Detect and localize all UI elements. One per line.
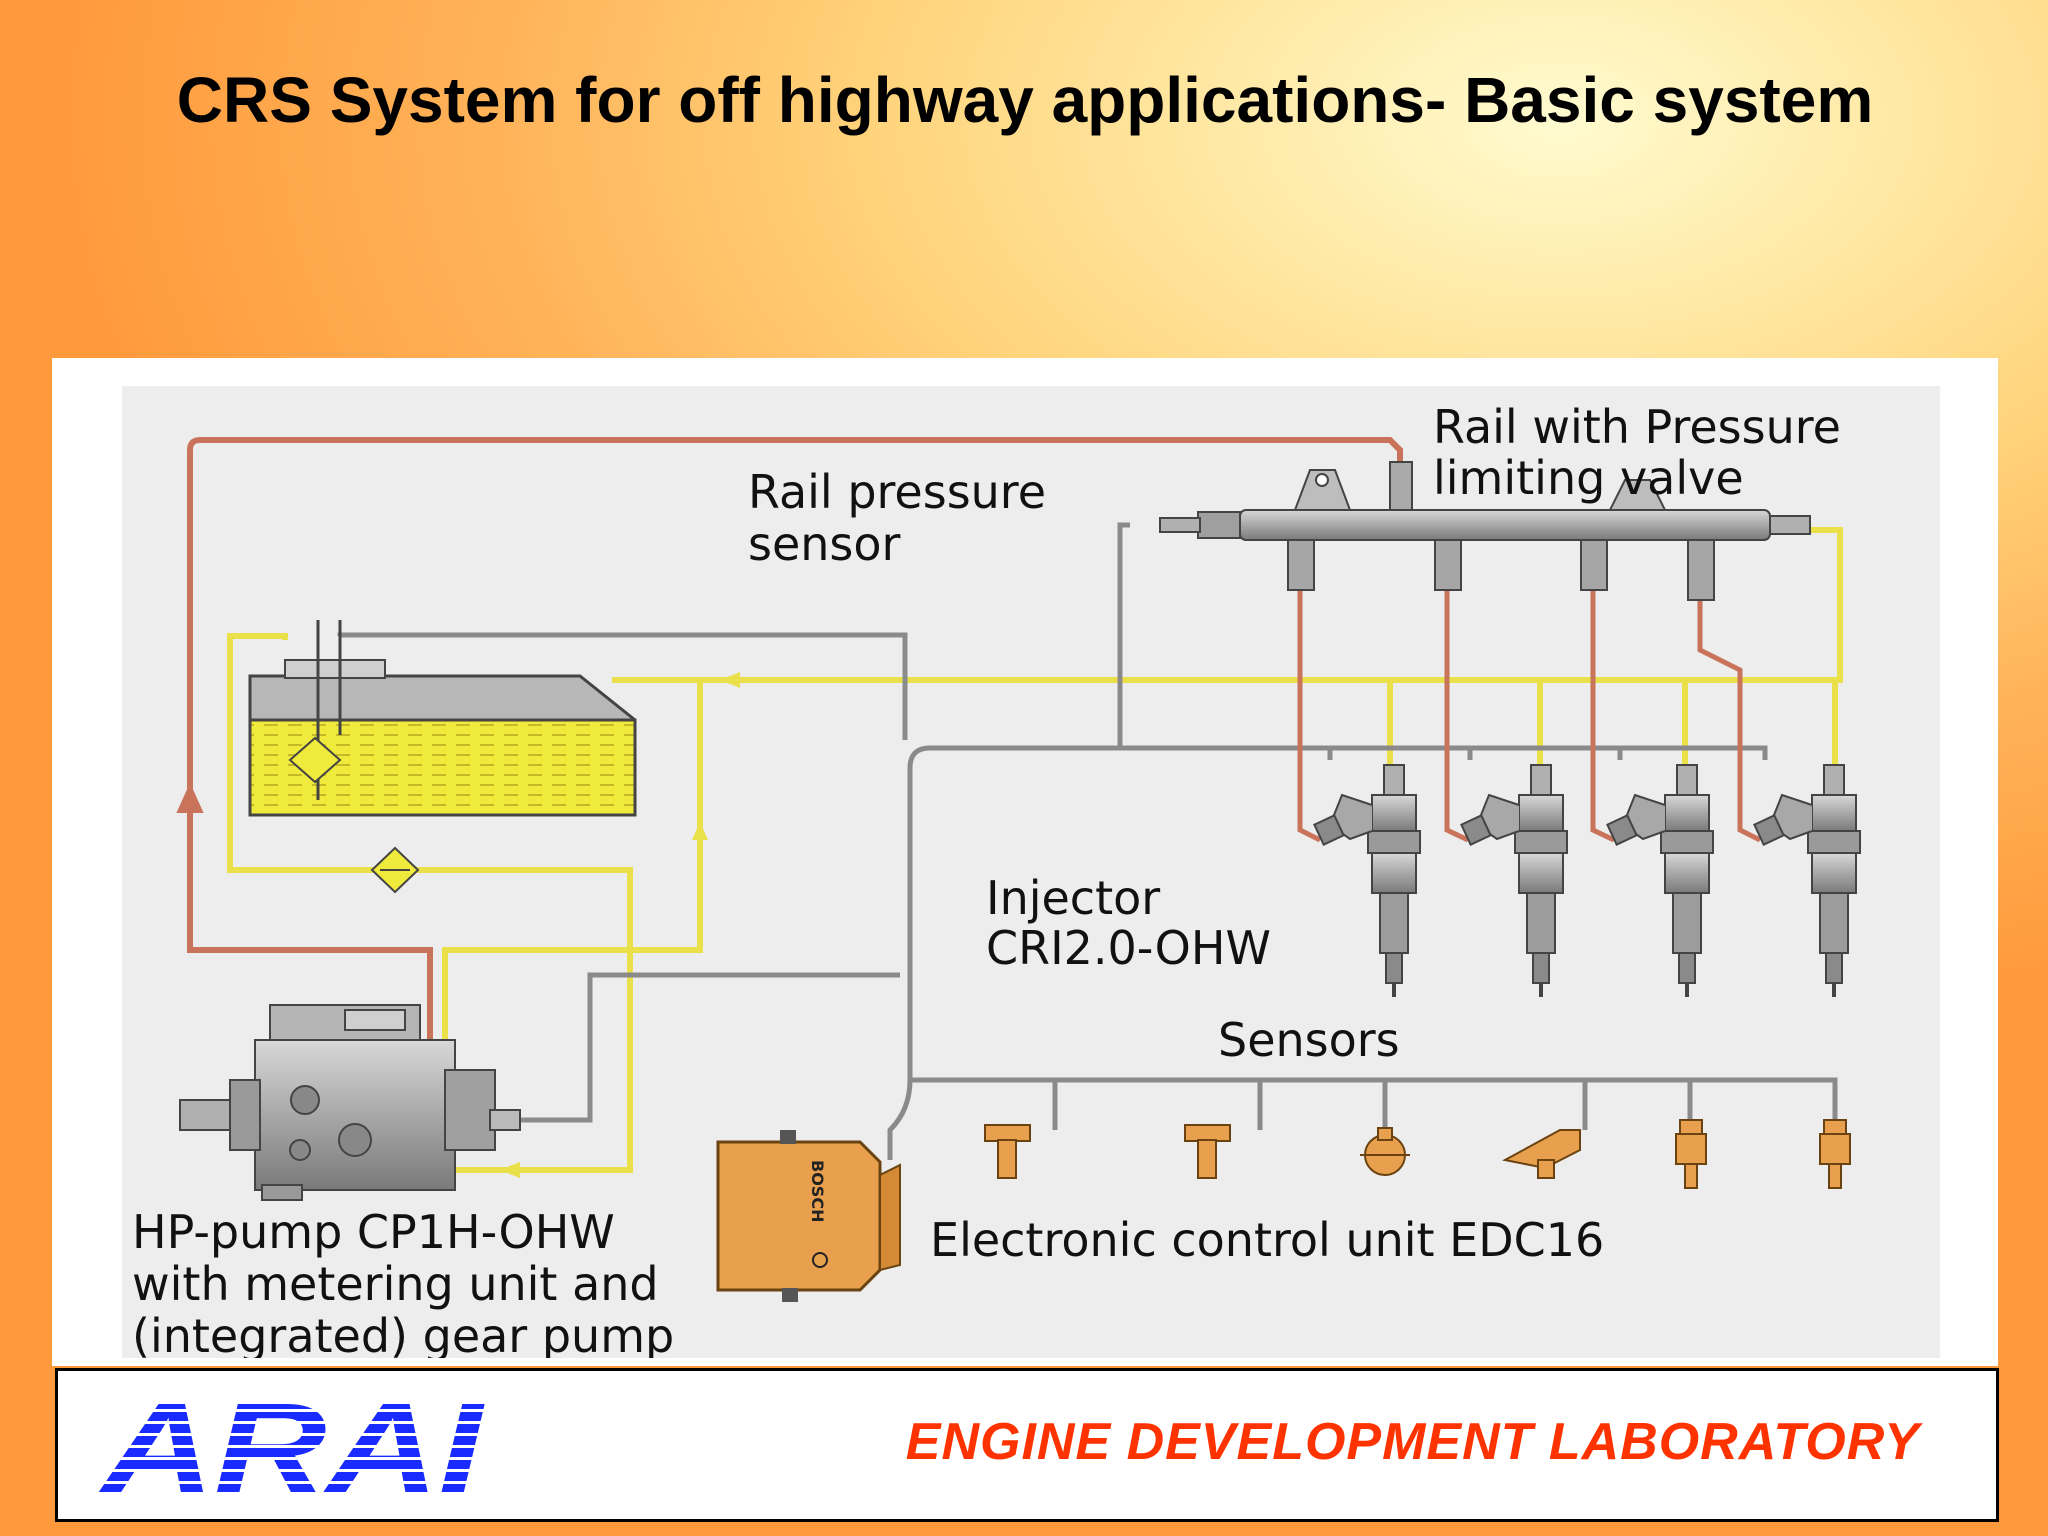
common-rail [1159,461,1811,601]
sensor-4 [1502,1129,1581,1179]
label-rail-line1: Rail with Pressure [1433,400,1841,454]
label-pump-line1: HP-pump CP1H-OHW [132,1205,615,1259]
sensor-2 [1184,1124,1231,1179]
rail-pressure-sensor [1197,511,1241,539]
label-rail-pressure-sensor-line1: Rail pressure [748,465,1046,519]
label-injector-line2: CRI2.0-OHW [986,921,1271,975]
lab-name: ENGINE DEVELOPMENT LABORATORY [905,1413,1920,1471]
label-sensors: Sensors [1218,1013,1400,1067]
label-pump-line2: with metering unit and [132,1257,659,1311]
slide-title: CRS System for off highway applications-… [176,64,1874,136]
logo-text: ARAI [98,1388,485,1506]
ecu-box: BOSCH [716,1130,901,1302]
sensor-3 [1360,1127,1410,1176]
sensor-1 [984,1124,1031,1179]
fuel-tank [248,620,637,817]
label-injector-line1: Injector [986,871,1160,925]
electrical-lines [337,522,1838,1160]
crs-system-diagram: BOSCH Rail pressure sensor Rail with Pre… [122,386,1940,1358]
label-rail-line2: limiting valve [1433,451,1744,505]
sensor-5 [1675,1119,1707,1189]
fuel-filter [370,846,420,894]
pressure-limiting-valve [1389,461,1413,511]
footer-bar [55,1368,1999,1522]
hp-pump [179,1004,521,1201]
low-pressure-lines [227,527,1843,1178]
sensor-6 [1819,1119,1851,1189]
injector-feed-lines [1297,590,1762,843]
high-pressure-line [176,437,1403,1040]
label-ecu: Electronic control unit EDC16 [930,1213,1604,1267]
ecu-brand: BOSCH [808,1160,827,1222]
arai-logo: ARAI [98,1388,485,1506]
label-rail-pressure-sensor-line2: sensor [748,517,901,571]
label-pump-line3: (integrated) gear pump [132,1309,674,1358]
